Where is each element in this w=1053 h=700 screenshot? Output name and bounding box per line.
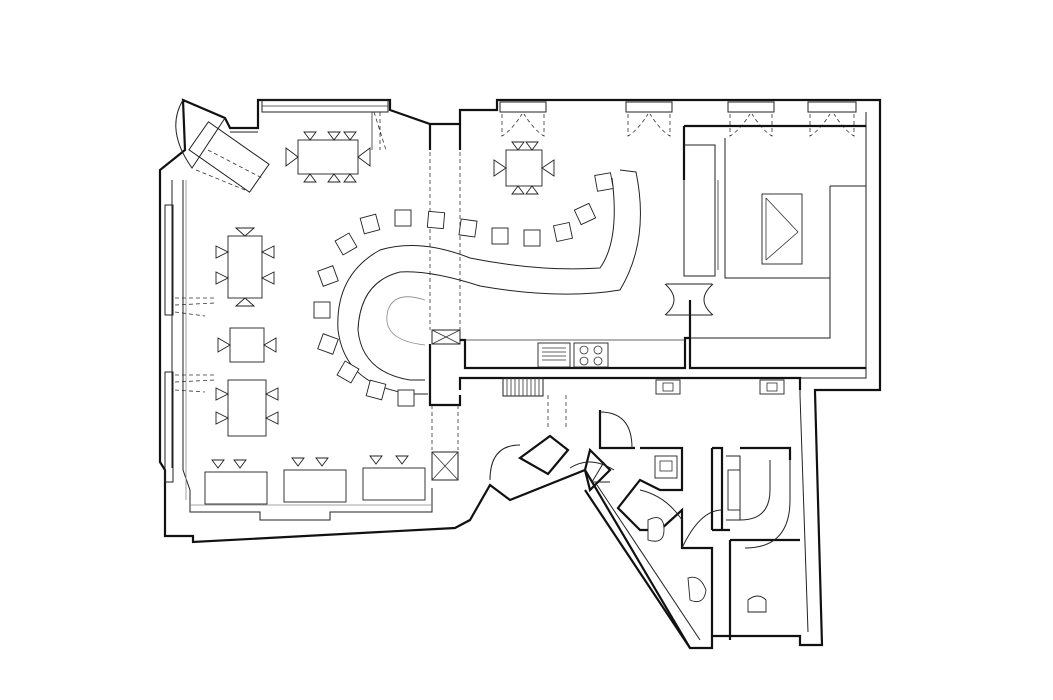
prep-table: [761, 193, 803, 265]
bar-stool: [365, 379, 387, 401]
dining-table: [505, 149, 543, 187]
bar-stool: [313, 301, 331, 319]
interior-walls: [428, 124, 866, 649]
sink-3: [654, 455, 678, 479]
fixtures: [647, 379, 785, 613]
bar-stool: [426, 210, 446, 230]
dining-table: [283, 469, 347, 503]
door-swing-4: [739, 460, 771, 521]
exterior-wall: [158, 98, 882, 650]
divider-panel: [727, 469, 741, 511]
windows-west: [164, 204, 216, 483]
bar-stool: [394, 209, 412, 227]
dining-table: [362, 467, 426, 501]
door-swing-1: [599, 411, 633, 449]
bar-stool: [573, 202, 597, 226]
dining-table: [229, 327, 265, 363]
window-2: [625, 101, 673, 113]
floor-edges: [185, 180, 432, 506]
bar-stool: [594, 172, 614, 192]
column-2: [431, 451, 459, 481]
toilet-3: [747, 595, 767, 613]
toilet-1: [647, 517, 665, 542]
dining-tables: [204, 131, 555, 505]
bar-stool: [458, 218, 478, 238]
windows-top: [261, 99, 857, 151]
column: [431, 329, 461, 345]
window-4: [807, 101, 857, 113]
door-swing-3: [681, 509, 723, 549]
window-1: [499, 101, 547, 113]
west-wall-inner: [171, 180, 433, 521]
bar-stool: [523, 229, 541, 247]
grill: [537, 342, 571, 368]
bar-stools: [313, 172, 614, 407]
entrance-door: [175, 99, 270, 193]
sink-1: [655, 379, 681, 395]
door-swing-entrance: [489, 444, 521, 481]
kitchen-equipment: [465, 193, 803, 368]
stove: [573, 342, 609, 368]
dining-table: [227, 235, 263, 299]
bar-stool: [317, 333, 339, 355]
bar-stool: [552, 221, 574, 243]
bar-counter-inner: [337, 177, 615, 395]
sink-2: [759, 379, 785, 395]
bar-counter-outer: [357, 169, 641, 381]
bar-stool: [491, 227, 509, 245]
interior-doors: [489, 283, 791, 549]
dining-table: [204, 471, 268, 505]
door-swing-5: [744, 460, 791, 549]
bar-stool: [397, 389, 415, 407]
bar-stool: [336, 360, 360, 384]
door-leaf: [188, 121, 270, 193]
bar-counter: [337, 169, 641, 395]
dining-table: [297, 139, 359, 175]
window-west-1: [164, 204, 174, 316]
bar-stool: [317, 265, 339, 287]
exterior-wall-inner: [230, 111, 867, 633]
dining-table: [227, 379, 267, 437]
bar-stool: [334, 232, 358, 256]
window-3: [727, 101, 775, 113]
window-west-2: [164, 371, 174, 483]
toilet-2: [687, 576, 707, 603]
door-swing-2: [639, 489, 683, 521]
bar-stool: [359, 213, 381, 235]
